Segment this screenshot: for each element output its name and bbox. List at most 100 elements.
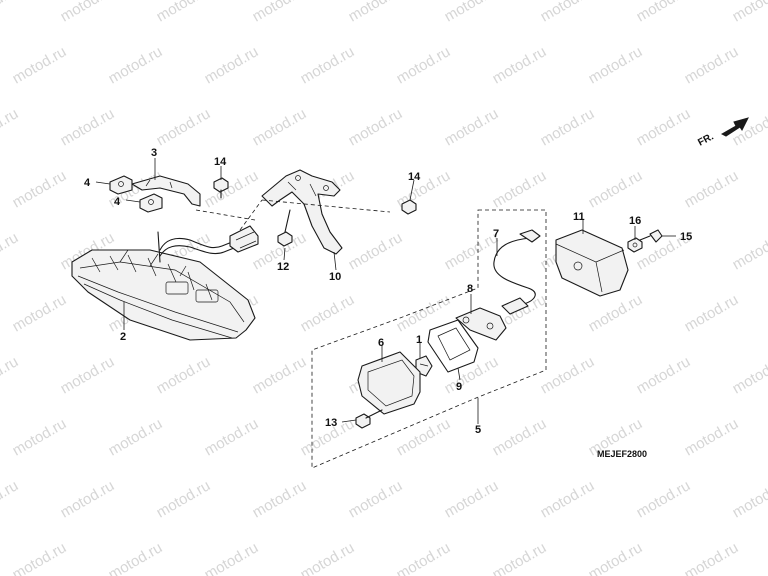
- watermark-text: motod.ru: [250, 105, 310, 149]
- watermark-text: motod.ru: [202, 167, 262, 211]
- watermark-text: motod.ru: [490, 539, 550, 576]
- watermark-text: motod.ru: [154, 0, 214, 25]
- part-mounting-bracket: [131, 175, 201, 207]
- watermark-text: motod.ru: [154, 105, 214, 149]
- callout-4-upper: 4: [84, 177, 91, 189]
- watermark-text: motod.ru: [202, 539, 262, 576]
- watermark-text: motod.ru: [250, 0, 310, 25]
- watermark-text: motod.ru: [298, 291, 358, 335]
- arrow-right-icon: [720, 117, 749, 137]
- watermark-text: motod.ru: [634, 0, 694, 25]
- watermark-text: motod.ru: [58, 353, 118, 397]
- callout-14-right: 14: [408, 171, 421, 183]
- watermark-text: motod.ru: [538, 353, 598, 397]
- watermark-text: motod.ru: [394, 415, 454, 459]
- direction-label: FR.: [696, 131, 716, 148]
- callout-1: 1: [416, 334, 422, 346]
- watermark-text: motod.ru: [10, 539, 70, 576]
- part-nut-16: [627, 237, 643, 253]
- watermark-text: motod.ru: [394, 43, 454, 87]
- watermark-text: motod.ru: [154, 477, 214, 521]
- watermark-text: motod.ru: [10, 291, 70, 335]
- watermark-text: motod.ru: [10, 167, 70, 211]
- callout-5: 5: [475, 424, 481, 436]
- part-gasket: [427, 319, 479, 373]
- watermark-text: motod.ru: [250, 353, 310, 397]
- watermark-text: motod.ru: [10, 43, 70, 87]
- watermark-text: motod.ru: [106, 539, 166, 576]
- leader-lines: [95, 158, 676, 424]
- watermark-text: motod.ru: [442, 0, 502, 25]
- watermark-text: motod.ru: [634, 477, 694, 521]
- watermark-text: motod.ru: [490, 43, 550, 87]
- part-lens: [357, 351, 421, 415]
- part-reflector-block: [555, 229, 629, 297]
- watermark-text: motod.ru: [682, 291, 742, 335]
- watermark-text: motod.ru: [250, 477, 310, 521]
- part-stay: [261, 169, 343, 255]
- watermark-text: motod.ru: [586, 291, 646, 335]
- watermark-text: motod.ru: [58, 0, 118, 25]
- part-screw-13: [355, 409, 383, 429]
- watermark-text: motod.ru: [346, 229, 406, 273]
- watermark-text: motod.ru: [730, 0, 768, 25]
- callout-7: 7: [493, 228, 499, 240]
- watermark-text: motod.ru: [586, 539, 646, 576]
- watermark-text: motod.ru: [442, 105, 502, 149]
- watermark-text: motod.ru: [730, 353, 768, 397]
- watermark-text: motod.ru: [0, 0, 21, 25]
- part-cord: [493, 229, 541, 315]
- watermark-text: motod.ru: [538, 477, 598, 521]
- part-tail-light-assembly: [71, 225, 259, 341]
- watermark-text: motod.ru: [58, 105, 118, 149]
- callout-11: 11: [573, 211, 585, 223]
- watermark-text: motod.ru: [634, 105, 694, 149]
- part-screw-12: [277, 209, 293, 247]
- watermark-text: motod.ru: [442, 477, 502, 521]
- watermark-text: motod.ru: [0, 477, 21, 521]
- watermark-text: motod.ru: [0, 105, 21, 149]
- watermark-text: motod.ru: [0, 229, 21, 273]
- watermark-text: motod.ru: [106, 43, 166, 87]
- callout-10: 10: [329, 271, 341, 283]
- watermark-text: motod.ru: [682, 539, 742, 576]
- callout-9: 9: [456, 381, 462, 393]
- callout-15: 15: [680, 231, 692, 243]
- callout-12: 12: [277, 261, 289, 273]
- watermark-text: motod.ru: [586, 167, 646, 211]
- watermark-text: motod.ru: [730, 229, 768, 273]
- watermark-text: motod.ru: [490, 167, 550, 211]
- callout-16: 16: [629, 215, 641, 227]
- watermark-text: motod.ru: [394, 539, 454, 576]
- watermark-text: motod.ru: [346, 105, 406, 149]
- watermark-text: motod.ru: [634, 353, 694, 397]
- callout-labels: 1 2 3 4 4 5 6 7 8 9 10 11 12 13 14 14 15…: [84, 147, 692, 436]
- watermark-text: motod.ru: [682, 415, 742, 459]
- watermark-text: motod.ru: [154, 353, 214, 397]
- watermark-text: motod.ru: [298, 43, 358, 87]
- part-bolt-14-left: [213, 177, 229, 199]
- watermark-text: motod.ru: [202, 43, 262, 87]
- watermark-text: motod.ru: [0, 353, 21, 397]
- part-screw-15: [639, 229, 663, 243]
- watermark-text: motod.ru: [298, 539, 358, 576]
- watermark-text: motod.ru: [490, 415, 550, 459]
- callout-8: 8: [467, 283, 473, 295]
- watermark-text: motod.ru: [682, 167, 742, 211]
- callout-13: 13: [325, 417, 337, 429]
- watermark-text: motod.ru: [586, 43, 646, 87]
- callout-14-left: 14: [214, 156, 227, 168]
- watermark-text: motod.ru: [202, 415, 262, 459]
- part-socket: [455, 307, 507, 341]
- callout-6: 6: [378, 337, 384, 349]
- watermark-text: motod.ru: [538, 105, 598, 149]
- watermark-text: motod.ru: [58, 477, 118, 521]
- callout-3: 3: [151, 147, 157, 159]
- diagram-code: MEJEF2800: [597, 449, 647, 459]
- callout-4-lower: 4: [114, 196, 121, 208]
- part-clip-nut-lower: [139, 193, 163, 213]
- watermark-text: motod.ru: [10, 415, 70, 459]
- watermark-text: motod.ru: [106, 415, 166, 459]
- part-clip-nut-upper: [109, 175, 133, 195]
